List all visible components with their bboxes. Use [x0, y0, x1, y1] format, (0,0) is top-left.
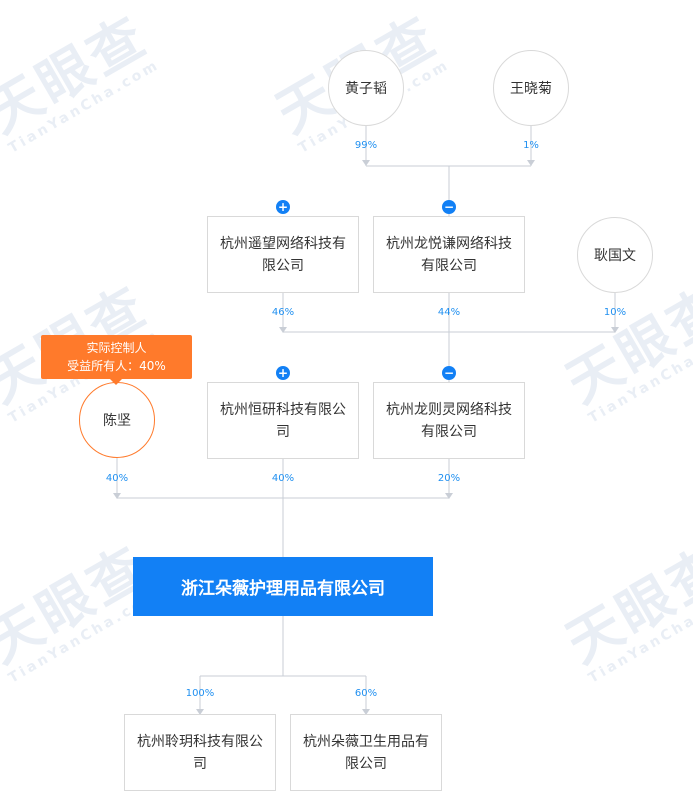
company-longze[interactable]: 杭州龙则灵网络科技有限公司 [373, 382, 525, 459]
company-duowei[interactable]: 杭州朵薇卫生用品有限公司 [290, 714, 442, 791]
actual-controller-tag: 实际控制人 受益所有人：40% [41, 335, 192, 385]
share-percent: 100% [185, 688, 215, 699]
share-percent: 20% [437, 473, 461, 484]
company-name: 杭州恒研科技有限公司 [220, 401, 346, 440]
main-company[interactable]: 浙江朵薇护理用品有限公司 [133, 557, 433, 616]
person-name: 陈坚 [103, 413, 131, 429]
company-name: 杭州龙悦谦网络科技有限公司 [386, 235, 512, 274]
person-chen-jian[interactable]: 陈坚 [79, 382, 155, 458]
company-yaowang[interactable]: 杭州遥望网络科技有限公司 [207, 216, 359, 293]
company-name: 杭州龙则灵网络科技有限公司 [386, 401, 512, 440]
share-percent: 44% [437, 307, 461, 318]
share-percent: 40% [105, 473, 129, 484]
share-percent: 10% [603, 307, 627, 318]
company-hengyan[interactable]: 杭州恒研科技有限公司 [207, 382, 359, 459]
person-name: 黄子韬 [345, 81, 387, 97]
share-percent: 99% [354, 140, 378, 151]
share-percent: 1% [523, 140, 539, 151]
company-longyue[interactable]: 杭州龙悦谦网络科技有限公司 [373, 216, 525, 293]
person-name: 王晓菊 [510, 81, 552, 97]
person-geng-guowen[interactable]: 耿国文 [577, 217, 653, 293]
company-lingyue[interactable]: 杭州聆玥科技有限公司 [124, 714, 276, 791]
person-wang-xiaoju[interactable]: 王晓菊 [493, 50, 569, 126]
controller-label: 实际控制人 [86, 341, 147, 355]
collapse-button[interactable]: − [442, 200, 456, 214]
collapse-button[interactable]: − [442, 366, 456, 380]
share-percent: 40% [271, 473, 295, 484]
main-company-name: 浙江朵薇护理用品有限公司 [181, 579, 385, 599]
beneficial-owner-label: 受益所有人：40% [67, 359, 166, 373]
company-name: 杭州朵薇卫生用品有限公司 [303, 733, 429, 772]
expand-button[interactable]: + [276, 366, 290, 380]
person-huang-zitao[interactable]: 黄子韬 [328, 50, 404, 126]
company-name: 杭州遥望网络科技有限公司 [220, 235, 346, 274]
share-percent: 46% [271, 307, 295, 318]
company-name: 杭州聆玥科技有限公司 [137, 733, 263, 772]
expand-button[interactable]: + [276, 200, 290, 214]
share-percent: 60% [354, 688, 378, 699]
person-name: 耿国文 [594, 248, 636, 264]
